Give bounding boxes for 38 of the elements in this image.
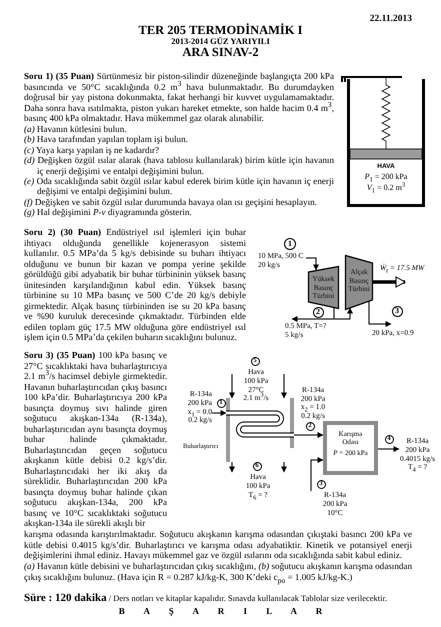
closing-text: B A Ş A R I L A R <box>118 606 322 616</box>
date-text: 22.11.2013 <box>370 14 412 24</box>
question-item: (f) Değişken ve sabit özgül ısılar durumunda havaya olan ısı geçişini hesaplayın. <box>24 196 318 208</box>
question-text: Soru 1) (35 Puan) Sürtünmesiz bir piston-silindir düzeneğinde başlangıçta 200 kPa basıncında ve 50°C sıcaklığında 0.2 m$^{3}$ hava bulunmaktadır. Bu durumdayken doğrusal bir yay pistona dokunmakta, fakat herhangi bir kuvvet uygulamamaktadır. Daha sonra hava ısıtılmakta, piston yukarı hareket etmekte, son halde hacim 0.4 m$^{3}$, basınç 400 kPa olmaktadır. Hava mükemmel gaz olarak alınabilir. <box>24 71 334 124</box>
flow-arrow <box>212 410 226 416</box>
question-item: (b) Hava tarafından yapılan toplam işi bulun. <box>24 134 189 145</box>
question-text: Soru 2) (30 Puan) Endüstriyel ısıl işlemleri için buhar ihtiyacı olduğunda genellikle kojenerasyon sistemi kullanılır. 0.5 MPa’da 5 kg/s debisinde su buharı ihtiyacı olduğunu ve bunun bir kazan ve pompa yerine şekilde görüldüğü gibi adyabatik bir buhar türbininin yüksek basınç ünitesinden karşılandığının kabul edin. Yüksek basınç türbinine su 10 MPa basınç ve 500 C’de 20 kg/s debiyle girmektedir. Alçak basınç türbininden ise su 20 kPa basınç ve %90 kuruluk derecesinde çıkmaktadır. Türbinden elde edilen toplam güç 17.5 MW olduğuna göre endüstriyel ısıl işlem için 0.5 MPa’da çekilen buharın sıcaklığını bulunuz. <box>24 227 246 342</box>
flow-arrow <box>281 374 287 398</box>
flow-arrow <box>334 308 353 320</box>
flow-arrow <box>229 374 235 398</box>
exam-subtitle: ARA SINAV-2 <box>182 45 259 60</box>
state-number: 2 <box>312 306 324 318</box>
flow-arrow <box>292 308 334 322</box>
turbine <box>345 255 373 310</box>
power-output-arrow <box>373 276 406 288</box>
mixing-chamber <box>323 421 378 475</box>
state-number: 1 <box>284 238 296 250</box>
flow-arrow <box>294 432 324 438</box>
component-label: V$_{1}$ = 0.2 m$^{3}$ <box>366 183 406 192</box>
question-item: (e) Oda sıcaklığında sabit özgül ısılar kabul ederek birim kütle için havanın iç enerji değişimi ve entalpi değişimini bulun. <box>24 176 334 197</box>
flow-arrow <box>229 462 235 472</box>
question-item: (a) Havanın kütlesini bulun. <box>24 124 128 134</box>
component-label: P$_{1}$ = 200 kPa <box>364 172 408 181</box>
exam-subtitle: 2013-2014 GÜZ YARIYILI <box>171 36 270 46</box>
footer-note: Süre : 120 dakika / Ders notları ve kitaplar kapalıdır. Sınavda kullanılacak Tablolar size verilecektir. <box>24 592 387 604</box>
question-item: (g) Hal değişimini P-v diyagramında gösterin. <box>24 207 193 218</box>
flow-arrow <box>378 446 400 452</box>
question-item: (c) Yaya karşı yapılan iş ne kadardır? <box>24 144 160 156</box>
flow-arrow <box>310 457 324 492</box>
flow-arrow <box>281 462 287 472</box>
question-text: karışma odasında karıştırılmaktadır. Soğutucu akışkanın karışma odasından çıkıştaki basıncı 200 kPa ve kütle debisi 0.4015 kg/s’dir. Buharlaştırıcı ve karışma odası adyabatiktir. Kinetik ve potansiyel enerji değişimlerini ihmal ediniz. Havayı mükemmel gaz ve özgül ısılarını oda sıcaklığında sabit kabul ediniz. <box>24 529 412 560</box>
flow-arrow <box>368 300 392 327</box>
exam-title: TER 205 TERMODİNAMİK I <box>138 23 303 37</box>
turbine <box>308 266 339 309</box>
flow-arrow <box>306 258 319 270</box>
question-item: (d) Değişken özgül ısılar alarak (hava tablosu kullanılarak) birim kütle için havanın iç enerji değişimi ve entalpi değişimini bulun. <box>24 155 334 176</box>
piston-cylinder <box>340 73 428 208</box>
state-number: 3 <box>392 306 402 316</box>
